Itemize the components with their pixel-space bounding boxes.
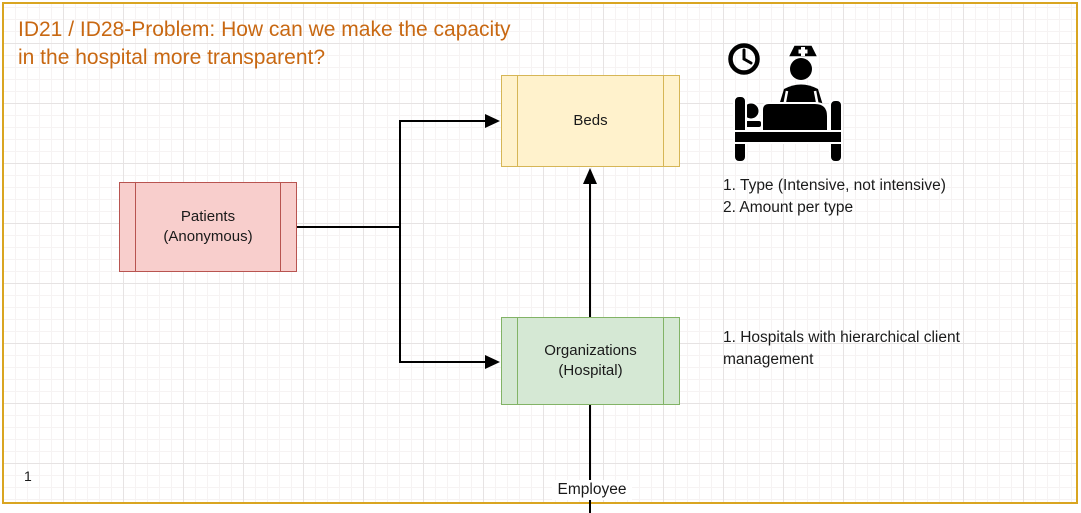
node-beds-label: Beds: [573, 112, 608, 129]
node-patients-label-line1: Patients: [180, 208, 236, 225]
process-inner-line: [517, 318, 518, 404]
hospital-bed-icon: [733, 95, 843, 163]
clock-icon: [728, 43, 760, 75]
process-inner-line: [517, 76, 518, 166]
node-beds[interactable]: Beds: [501, 75, 680, 167]
page-number: 1: [24, 468, 32, 484]
annotation-beds: 1. Type (Intensive, not intensive) 2. Am…: [723, 175, 946, 218]
annotation-organizations: 1. Hospitals with hierarchical client ma…: [723, 329, 960, 368]
diagram-title-line1: ID21 / ID28-Problem: How can we make the…: [18, 18, 511, 41]
node-organizations-label-line2: (Hospital): [558, 362, 623, 379]
node-organizations-label-line1: Organizations: [544, 342, 637, 359]
hospital-capacity-illustration: [728, 43, 843, 163]
process-inner-line: [280, 183, 281, 271]
node-organizations-label: Organizations (Hospital): [544, 341, 637, 381]
diagram-title: ID21 / ID28-Problem: How can we make the…: [18, 16, 511, 72]
process-inner-line: [663, 76, 664, 166]
node-patients-label: Patients (Anonymous): [163, 207, 252, 247]
diagram-title-line2: in the hospital more transparent?: [18, 46, 326, 69]
process-inner-line: [663, 318, 664, 404]
node-patients[interactable]: Patients (Anonymous): [119, 182, 297, 272]
process-inner-line: [135, 183, 136, 271]
node-patients-label-line2: (Anonymous): [163, 228, 253, 245]
node-organizations[interactable]: Organizations (Hospital): [501, 317, 680, 405]
annotation-beds-line1: 1. Type (Intensive, not intensive): [723, 177, 946, 194]
nurse-icon: [777, 44, 825, 113]
annotation-beds-line2: 2. Amount per type: [723, 198, 854, 216]
edge-label-employee: Employee: [552, 480, 632, 500]
